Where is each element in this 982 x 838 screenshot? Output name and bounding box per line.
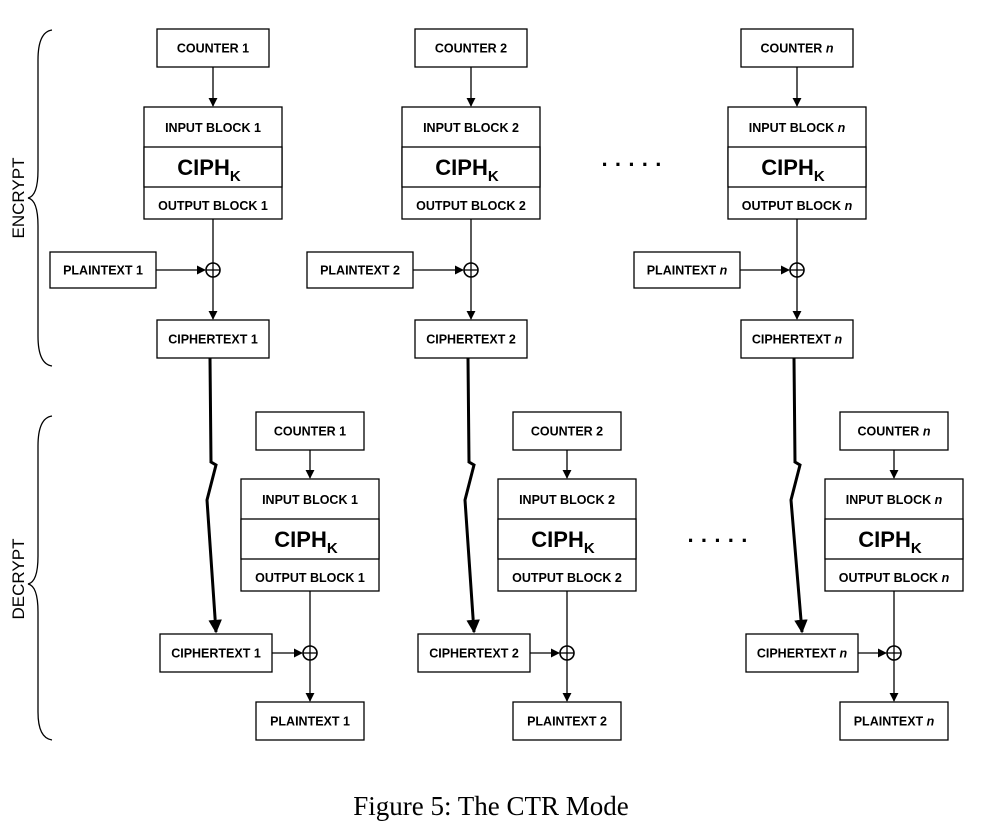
encrypt-col-3: COUNTER n INPUT BLOCK n OUTPUT BLOCK n CIPH… — [633, 28, 867, 359]
decrypt-col-2-ciph-cell — [497, 518, 637, 560]
encrypt-ellipsis: · · · · · — [601, 152, 662, 177]
decrypt-col-2-plaintext-box — [512, 701, 622, 741]
decrypt-col-1-plaintext-box — [255, 701, 365, 741]
encrypt-section-label: ENCRYPT — [9, 158, 28, 239]
decrypt-col-2-input-block-label: INPUT BLOCK 2 — [519, 493, 615, 507]
decrypt-col-1-output-block-label: OUTPUT BLOCK 1 — [255, 571, 365, 585]
decrypt-col-3-ciphertext-box-label: CIPHERTEXT n — [757, 647, 848, 661]
decrypt-col-3-ciph-k-label: CIPHK — [858, 527, 922, 557]
ciphertext-transfer-connector-2 — [463, 357, 480, 634]
decrypt-col-3-ciph-cell — [824, 518, 964, 560]
encrypt-col-1-plaintext-box-label: PLAINTEXT 1 — [63, 264, 143, 278]
encrypt-col-1-ciph-cell — [143, 146, 283, 188]
encrypt-col-1-plaintext-box — [49, 251, 157, 289]
encrypt-col-2-plaintext-box — [306, 251, 414, 289]
encrypt-col-1-xor-symbol — [205, 262, 221, 278]
decrypt-col-1-xor-symbol — [302, 645, 318, 661]
decrypt-col-2: COUNTER 2 INPUT BLOCK 2 OUTPUT BLOCK 2 CIPH… — [417, 357, 637, 741]
encrypt-col-2-ciphertext-box-label: CIPHERTEXT 2 — [426, 333, 516, 347]
encrypt-col-2-ciph-cell — [401, 146, 541, 188]
decrypt-col-3: COUNTER n INPUT BLOCK n OUTPUT BLOCK n CIPH… — [745, 357, 964, 741]
ciphertext-transfer-connector-1 — [205, 357, 222, 634]
encrypt-col-3-ciph-cell — [727, 146, 867, 188]
decrypt-col-1-ciphertext-box — [159, 633, 273, 673]
decrypt-col-2-ciphertext-box — [417, 633, 531, 673]
encrypt-col-3-input-block-label: INPUT BLOCK n — [749, 121, 846, 135]
encrypt-col-1-ciphertext-box-label: CIPHERTEXT 1 — [168, 333, 258, 347]
encrypt-col-1-counter-box-label: COUNTER 1 — [177, 42, 249, 56]
encrypt-col-1: COUNTER 1 INPUT BLOCK 1 OUTPUT BLOCK 1 CIPH… — [49, 28, 283, 359]
decrypt-col-1-ciph-k-label: CIPHK — [274, 527, 338, 557]
encrypt-col-3-ciph-k-label: CIPHK — [761, 155, 825, 185]
encrypt-col-2-ciph-k-label: CIPHK — [435, 155, 499, 185]
decrypt-section-label: DECRYPT — [9, 539, 28, 620]
encrypt-col-2-counter-box-label: COUNTER 2 — [435, 42, 507, 56]
encrypt-col-3-ciphertext-box-label: CIPHERTEXT n — [752, 333, 843, 347]
decrypt-col-3-xor-symbol — [886, 645, 902, 661]
encrypt-brace — [27, 29, 53, 367]
encrypt-col-3-plaintext-box-label: PLAINTEXT n — [647, 264, 728, 278]
figure-caption: Figure 5: The CTR Mode — [353, 791, 629, 821]
encrypt-col-2-xor-symbol — [463, 262, 479, 278]
decrypt-col-2-ciphertext-box-label: CIPHERTEXT 2 — [429, 647, 519, 661]
decrypt-col-1-counter-box — [255, 411, 365, 451]
decrypt-col-1-plaintext-box-label: PLAINTEXT 1 — [270, 715, 350, 729]
decrypt-col-2-counter-box-label: COUNTER 2 — [531, 425, 603, 439]
decrypt-brace — [27, 415, 53, 741]
encrypt-col-3-counter-box-label: COUNTER n — [761, 42, 834, 56]
decrypt-col-2-output-block-label: OUTPUT BLOCK 2 — [512, 571, 622, 585]
decrypt-ellipsis: · · · · · — [687, 528, 748, 553]
encrypt-col-2-plaintext-box-label: PLAINTEXT 2 — [320, 264, 400, 278]
encrypt-col-2-output-block-label: OUTPUT BLOCK 2 — [416, 199, 526, 213]
decrypt-col-3-plaintext-box — [839, 701, 949, 741]
encrypt-col-1-input-block-label: INPUT BLOCK 1 — [165, 121, 261, 135]
encrypt-col-1-ciphertext-box — [156, 319, 270, 359]
encrypt-col-2-counter-box — [414, 28, 528, 68]
encrypt-col-2: COUNTER 2 INPUT BLOCK 2 OUTPUT BLOCK 2 CIPH… — [306, 28, 541, 359]
decrypt-col-3-plaintext-box-label: PLAINTEXT n — [854, 715, 935, 729]
encrypt-col-1-output-block-label: OUTPUT BLOCK 1 — [158, 199, 268, 213]
decrypt-col-1: COUNTER 1 INPUT BLOCK 1 OUTPUT BLOCK 1 CIPH… — [159, 357, 380, 741]
decrypt-col-2-counter-box — [512, 411, 622, 451]
decrypt-col-2-plaintext-box-label: PLAINTEXT 2 — [527, 715, 607, 729]
decrypt-col-3-counter-box-label: COUNTER n — [858, 425, 931, 439]
encrypt-col-1-counter-box — [156, 28, 270, 68]
encrypt-col-3-ciphertext-box — [740, 319, 854, 359]
encrypt-col-3-output-block-label: OUTPUT BLOCK n — [742, 199, 853, 213]
ciphertext-transfer-connector-3 — [789, 357, 808, 634]
encrypt-col-3-counter-box — [740, 28, 854, 68]
encrypt-col-3-xor-symbol — [789, 262, 805, 278]
decrypt-col-2-xor-symbol — [559, 645, 575, 661]
encrypt-col-2-ciphertext-box — [414, 319, 528, 359]
decrypt-col-3-input-block-label: INPUT BLOCK n — [846, 493, 943, 507]
decrypt-col-1-ciphertext-box-label: CIPHERTEXT 1 — [171, 647, 261, 661]
decrypt-col-1-input-block-label: INPUT BLOCK 1 — [262, 493, 358, 507]
decrypt-col-3-output-block-label: OUTPUT BLOCK n — [839, 571, 950, 585]
decrypt-col-2-ciph-k-label: CIPHK — [531, 527, 595, 557]
decrypt-col-1-ciph-cell — [240, 518, 380, 560]
decrypt-col-1-counter-box-label: COUNTER 1 — [274, 425, 346, 439]
encrypt-col-2-input-block-label: INPUT BLOCK 2 — [423, 121, 519, 135]
encrypt-col-1-ciph-k-label: CIPHK — [177, 155, 241, 185]
